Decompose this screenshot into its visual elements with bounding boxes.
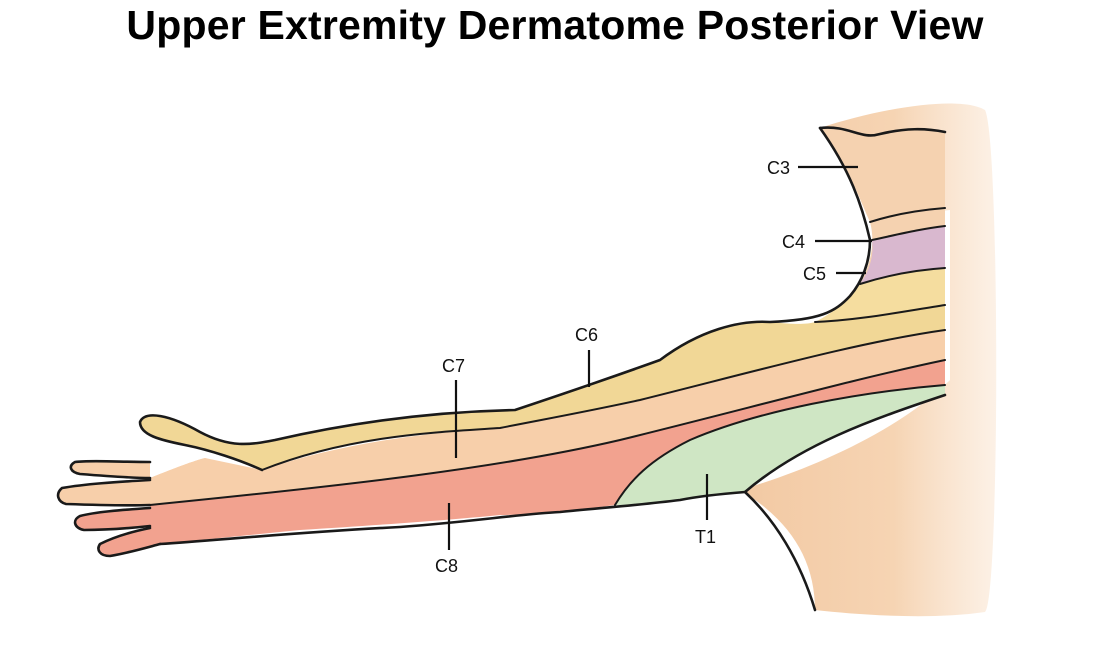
label-c7: C7 — [442, 356, 465, 376]
label-c4: C4 — [782, 232, 805, 252]
finger-little — [98, 528, 160, 556]
dermatome-c6 — [140, 305, 945, 470]
hand-region — [150, 458, 262, 505]
shoulder-region — [740, 103, 997, 617]
dermatome-c5 — [815, 268, 945, 322]
label-c3: C3 — [767, 158, 790, 178]
label-t1: T1 — [695, 527, 716, 547]
dermatome-c8 — [150, 360, 945, 545]
diagram-title: Upper Extremity Dermatome Posterior View — [126, 2, 984, 48]
neck-region — [820, 127, 945, 222]
label-c5: C5 — [803, 264, 826, 284]
label-c6: C6 — [575, 325, 598, 345]
dermatome-t1 — [615, 385, 945, 505]
label-c8: C8 — [435, 556, 458, 576]
